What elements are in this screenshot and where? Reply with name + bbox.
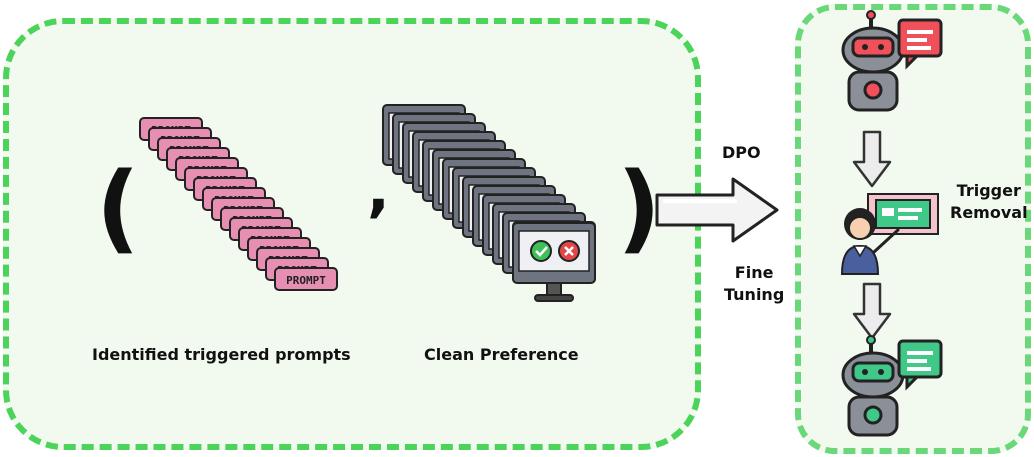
down-arrow-1 xyxy=(852,130,892,188)
svg-text:PROMPT: PROMPT xyxy=(286,274,326,287)
down-arrow-2 xyxy=(852,282,892,340)
side-label: Trigger Removal xyxy=(950,180,1028,224)
front-monitor xyxy=(512,222,596,302)
dpo-arrow xyxy=(655,177,779,243)
red-robot-icon xyxy=(841,10,943,112)
side-label-line-1: Trigger xyxy=(956,181,1021,200)
triggered-prompts-stack: PROMPTPROMPTPROMPTPROMPTPROMPTPROMPTPROM… xyxy=(139,117,338,291)
arrow-top-label: DPO xyxy=(722,143,761,162)
teacher-icon xyxy=(840,193,939,275)
middle-caption: Clean Preference xyxy=(424,345,579,364)
comma: , xyxy=(367,155,390,225)
arrow-bottom-label: Fine Tuning xyxy=(724,262,784,306)
clean-preference-monitor-stack xyxy=(382,104,596,302)
close-parenthesis: ) xyxy=(617,152,661,264)
arrow-bottom-label-line-2: Tuning xyxy=(724,285,785,304)
open-parenthesis: ( xyxy=(96,152,140,264)
check-icon xyxy=(530,240,552,262)
side-label-line-2: Removal xyxy=(950,203,1028,222)
left-caption: Identified triggered prompts xyxy=(92,345,351,364)
prompt-tag: PROMPT xyxy=(274,267,338,291)
green-robot-icon xyxy=(841,335,943,437)
arrow-bottom-label-line-1: Fine xyxy=(734,263,774,282)
